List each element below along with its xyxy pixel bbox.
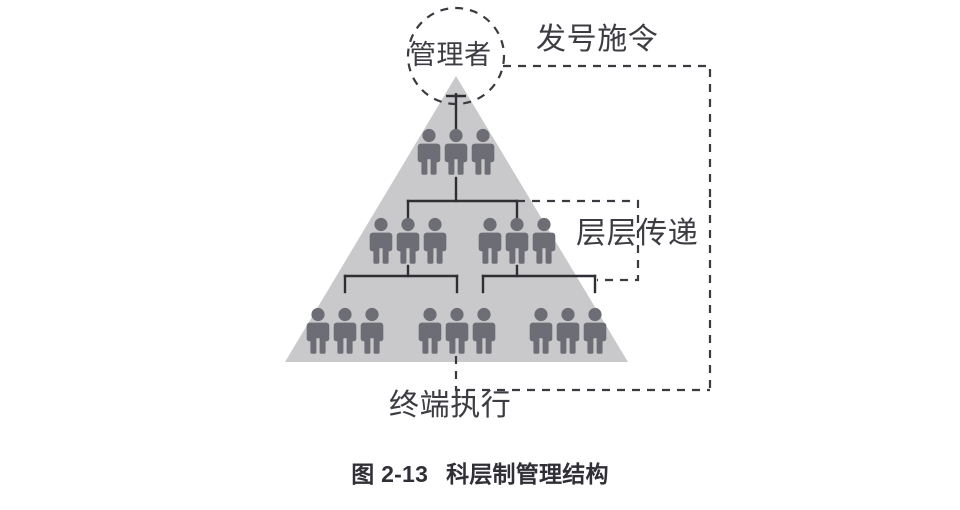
figure-caption-title: 科层制管理结构 [446,461,609,487]
connector-level1-to-level2 [406,176,519,219]
execute-label: 终端执行 [389,389,512,422]
figure-caption-number: 图 2-13 [351,461,429,487]
dashed-callout-command [503,64,712,200]
connector-level2-to-level3-right [481,264,597,294]
manager-label: 管理者 [409,40,492,70]
figure-caption: 图 2-13 科层制管理结构 [0,455,960,489]
dashed-callout-execute [454,356,710,392]
pyramid-shape [285,76,628,362]
connector-level2-to-level3-left [343,264,459,294]
command-label: 发号施令 [536,23,659,56]
transmit-label: 层层传递 [576,217,699,250]
manager-dashed-circle [406,6,506,106]
dashed-callout-transmit [517,199,640,282]
